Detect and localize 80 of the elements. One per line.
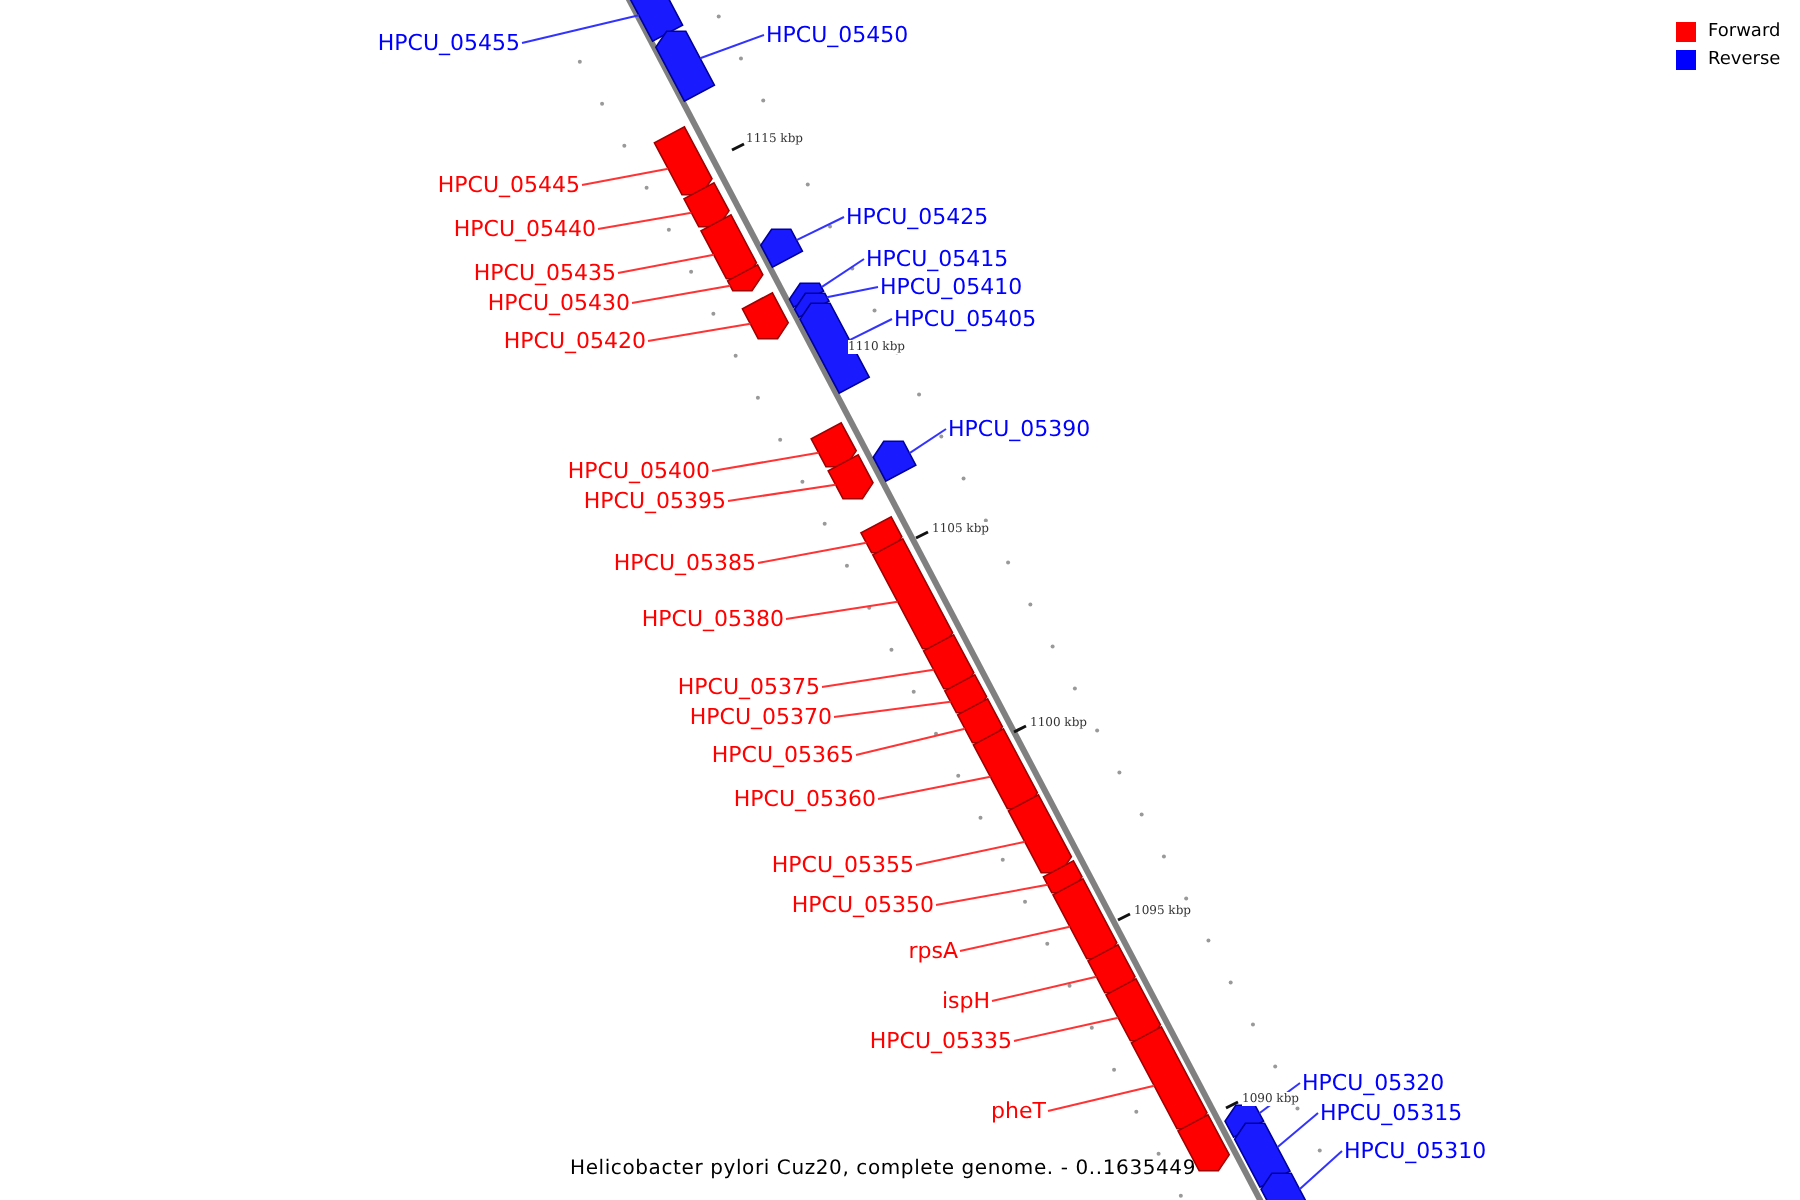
- gene-block: [1130, 1025, 1208, 1130]
- gene-block: [827, 453, 874, 500]
- gene-block: [871, 537, 954, 650]
- gene-label: HPCU_05435: [473, 260, 616, 286]
- gene-block: [1007, 793, 1073, 874]
- gene-label: HPCU_05310: [1344, 1138, 1487, 1164]
- gene-block: [726, 263, 764, 292]
- leader-line: [825, 286, 879, 299]
- gene-label: HPCU_05315: [1320, 1100, 1463, 1126]
- gene-label: HPCU_05320: [1302, 1070, 1445, 1096]
- gene-label: ispH: [941, 988, 990, 1014]
- leader-line: [855, 727, 966, 756]
- leader-line: [935, 883, 1049, 906]
- leader-line: [821, 668, 935, 688]
- gene-label: HPCU_05350: [791, 892, 934, 918]
- gene-label: HPCU_05420: [503, 328, 646, 354]
- leader-line: [1298, 1150, 1343, 1191]
- leader-line: [959, 925, 1071, 952]
- leader-line: [631, 284, 732, 304]
- gene-block: [624, 0, 684, 43]
- leader-line: [597, 211, 693, 230]
- leader-line: [991, 975, 1098, 1002]
- leader-line: [617, 253, 715, 274]
- gene-label: HPCU_05425: [846, 204, 989, 230]
- leader-line: [915, 840, 1026, 866]
- gene-label: HPCU_05370: [689, 704, 832, 730]
- leader-line: [727, 483, 837, 502]
- gene-block: [1051, 877, 1118, 960]
- gene-label: HPCU_05415: [866, 246, 1009, 272]
- leader-line: [1047, 1084, 1156, 1112]
- gene-block: [654, 30, 716, 103]
- gene-label: HPCU_05430: [487, 290, 630, 316]
- gene-block: [810, 421, 858, 468]
- gene-block: [1086, 943, 1136, 994]
- leader-line: [581, 167, 670, 186]
- leader-line: [521, 14, 640, 44]
- leader-line: [647, 322, 752, 342]
- caption: Helicobacter pylori Cuz20, complete genome. - 0..1635449: [570, 1156, 1197, 1182]
- gene-label: HPCU_05355: [771, 852, 914, 878]
- leader-line: [699, 34, 765, 60]
- gene-block: [653, 125, 713, 196]
- gene-label: HPCU_05335: [869, 1028, 1012, 1054]
- gene-block: [759, 228, 804, 269]
- gene-label: HPCU_05455: [377, 30, 520, 56]
- gene-block: [872, 440, 917, 483]
- gene-label: rpsA: [908, 938, 958, 964]
- gene-block: [1260, 1172, 1310, 1200]
- leader-line: [877, 775, 992, 800]
- gene-label: HPCU_05395: [583, 488, 726, 514]
- gene-label: HPCU_05445: [437, 172, 580, 198]
- gene-label: HPCU_05390: [948, 416, 1091, 442]
- gene-block: [1104, 977, 1162, 1042]
- leader-line: [833, 700, 952, 718]
- gene-block: [682, 181, 730, 228]
- gene-label: HPCU_05440: [453, 216, 596, 242]
- leader-line: [711, 451, 820, 472]
- leader-line: [1013, 1016, 1120, 1042]
- gene-label: HPCU_05400: [567, 458, 710, 484]
- leader-line: [795, 216, 845, 242]
- leader-line: [820, 258, 865, 289]
- gene-label: HPCU_05360: [733, 786, 876, 812]
- gene-label: HPCU_05405: [894, 306, 1037, 332]
- gene-block: [741, 291, 790, 340]
- leader-line: [757, 541, 868, 564]
- gene-label: HPCU_05380: [641, 606, 784, 632]
- gene-block: [972, 727, 1039, 810]
- gene-label: HPCU_05375: [677, 674, 820, 700]
- gene-block: [922, 633, 975, 690]
- gene-label: pheT: [991, 1098, 1046, 1124]
- leader-line: [1276, 1112, 1319, 1149]
- leader-line: [908, 428, 947, 455]
- gene-label: HPCU_05385: [613, 550, 756, 576]
- gene-label: HPCU_05365: [711, 742, 854, 768]
- gene-block: [956, 697, 1004, 744]
- legend-label: Reverse: [1708, 50, 1781, 70]
- legend-label: Forward: [1708, 22, 1781, 42]
- leader-line: [785, 600, 899, 620]
- gene-label: HPCU_05450: [766, 22, 909, 48]
- leader-line: [848, 318, 893, 342]
- gene-label: HPCU_05410: [880, 274, 1023, 300]
